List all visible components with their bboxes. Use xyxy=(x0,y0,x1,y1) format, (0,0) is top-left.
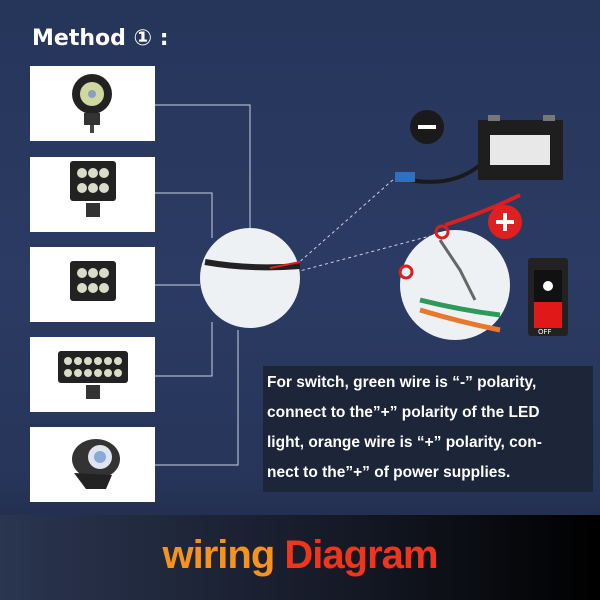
projector-light-image xyxy=(30,427,155,502)
footer-title: wiring Diagram xyxy=(0,533,600,578)
positive-symbol-icon xyxy=(488,205,522,239)
led-wire-connection-closeup xyxy=(200,228,300,328)
led-light-bar-image xyxy=(30,337,155,412)
negative-symbol-icon xyxy=(410,110,444,144)
note-line: nect to the”+” of power supplies. xyxy=(267,464,511,481)
footer-band xyxy=(0,515,600,600)
footer-word-diagram: Diagram xyxy=(284,533,438,577)
round-led-light-image xyxy=(30,66,155,141)
cube-led-light-image xyxy=(30,157,155,232)
note-line: light, orange wire is “+” polarity, con- xyxy=(267,434,542,451)
note-line: For switch, green wire is “-” polarity, xyxy=(267,374,537,391)
wiring-note: For switch, green wire is “-” polarity, … xyxy=(263,366,593,492)
footer-word-wiring: wiring xyxy=(162,533,276,577)
note-line: connect to the”+” polarity of the LED xyxy=(267,404,540,421)
method-title: Method ① : xyxy=(32,26,169,51)
square-led-light-image xyxy=(30,247,155,322)
switch-wire-connection-closeup xyxy=(400,230,510,340)
switch-off-label: OFF xyxy=(538,328,552,336)
